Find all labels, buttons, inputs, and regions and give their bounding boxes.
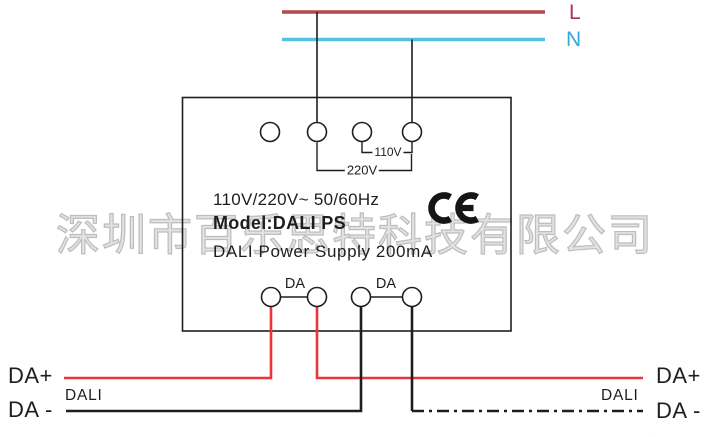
bus-left-da-plus-label: DA+ [8, 363, 53, 388]
da-terminal-1 [260, 286, 282, 308]
da-terminal-label-1: DA [284, 276, 306, 292]
jumper-220v-label: 220V [344, 162, 380, 178]
da-terminal-label-2: DA [375, 276, 397, 292]
bus-left-dali-label: DALI [65, 387, 103, 404]
company-watermark: 深圳市百乐思特科技有限公司 [55, 210, 654, 260]
da-plus-wire-out [315, 306, 643, 380]
input-terminal-2 [306, 121, 328, 143]
ce-mark-icon [428, 192, 479, 224]
input-terminal-1 [259, 121, 281, 143]
da-terminal-4 [401, 286, 423, 308]
da-plus-wire-in [64, 306, 273, 380]
device-model-line: Model:DALI PS [213, 213, 346, 233]
da-minus-wire-in [66, 306, 363, 413]
da-terminal-2 [306, 286, 328, 308]
bus-right-dali-label: DALI [601, 387, 639, 404]
company-watermark-partial: 深圳市百乐思特科技有限公司 [647, 423, 721, 437]
device-spec-line: 110V/220V~ 50/60Hz [213, 190, 380, 209]
power-supply-box [181, 96, 512, 332]
live-label: L [569, 1, 582, 24]
input-terminal-4 [401, 121, 423, 143]
jumper-110v-label: 110V [372, 145, 404, 159]
bus-left-da-minus-label: DA - [8, 397, 53, 422]
input-terminal-3 [351, 121, 373, 143]
neutral-label: N [566, 28, 582, 51]
bus-right-da-plus-label: DA+ [656, 363, 701, 388]
da-terminal-3 [350, 286, 372, 308]
device-description-line: DALI Power Supply 200mA [213, 242, 433, 261]
bus-right-da-minus-label: DA - [656, 398, 701, 423]
